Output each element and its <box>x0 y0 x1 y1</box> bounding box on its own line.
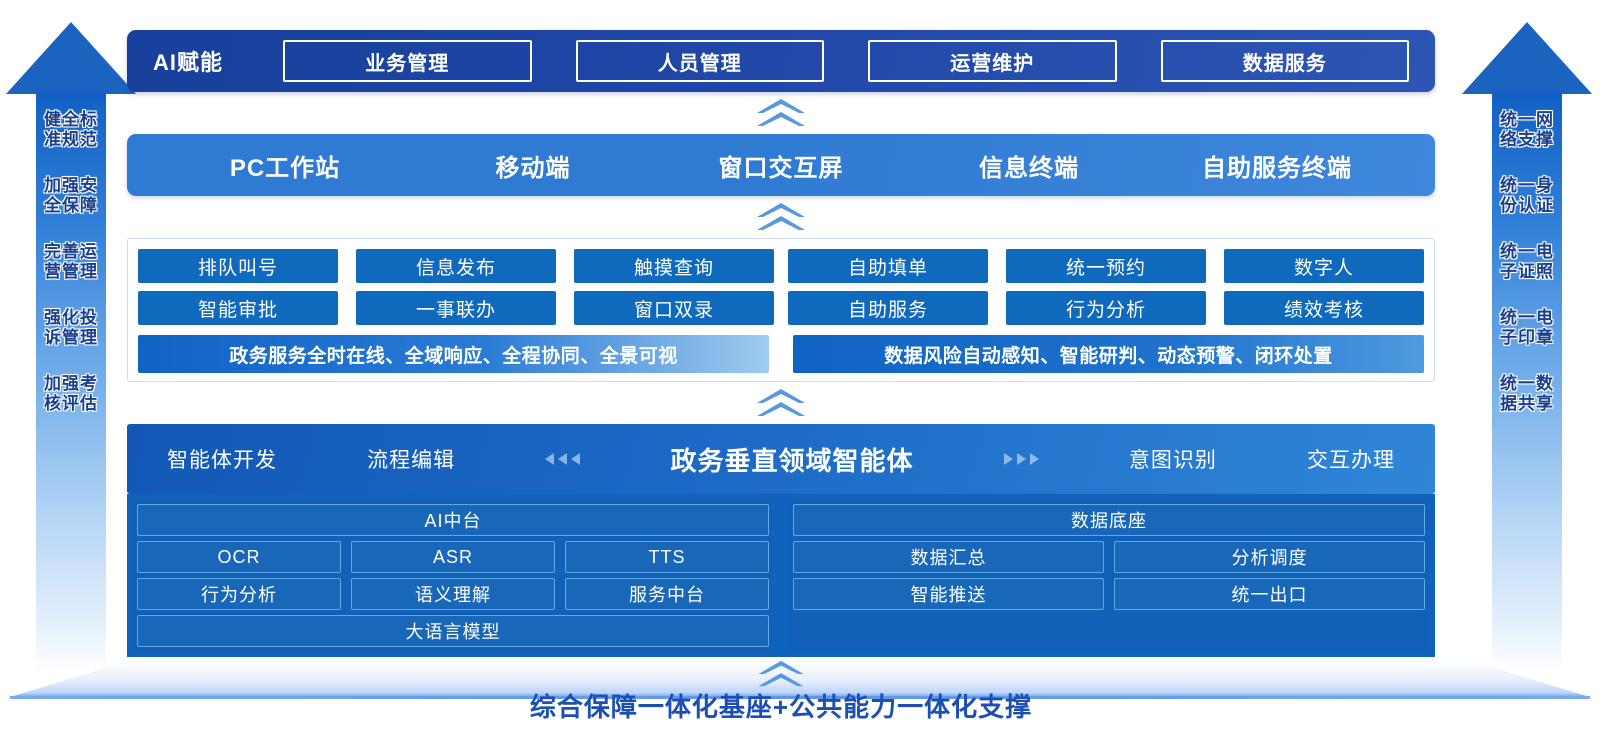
service-group-right: 自助填单 统一预约 数字人 自助服务 行为分析 绩效考核 <box>788 249 1424 325</box>
left-arrow-label-3: 强化投诉管理 <box>44 308 98 347</box>
data-capability-smart-push[interactable]: 智能推送 <box>793 578 1104 610</box>
right-arrow-label-0: 统一网络支撑 <box>1500 110 1554 149</box>
agent-core-title: 政务垂直领域智能体 <box>670 445 914 476</box>
agent-process-editing[interactable]: 流程编辑 <box>367 449 456 472</box>
banner-government-service: 政务服务全时在线、全域响应、全程协同、全景可视 <box>138 335 769 373</box>
arrows-left-icon <box>545 453 581 465</box>
service-right-row-2: 自助服务 行为分析 绩效考核 <box>788 291 1424 325</box>
service-behavior-analysis[interactable]: 行为分析 <box>1006 291 1206 325</box>
left-guarantee-arrow: 健全标准规范 加强安全保障 完善运营管理 强化投诉管理 加强考核评估 <box>6 8 136 698</box>
data-capability-analysis-scheduling[interactable]: 分析调度 <box>1114 541 1425 573</box>
left-arrow-label-0: 健全标准规范 <box>44 110 98 149</box>
right-arrow-label-3: 统一电子印章 <box>1500 308 1554 347</box>
ai-capability-ocr[interactable]: OCR <box>137 541 341 573</box>
service-info-publishing[interactable]: 信息发布 <box>356 249 556 283</box>
chip-operation-maintenance[interactable]: 运营维护 <box>868 40 1117 82</box>
service-group-left: 排队叫号 信息发布 触摸查询 智能审批 一事联办 窗口双录 <box>138 249 774 325</box>
double-chevron-up-icon <box>758 660 804 687</box>
data-platform-row-1: 数据汇总 分析调度 <box>793 541 1425 573</box>
terminal-window-interactive-screen[interactable]: 窗口交互屏 <box>718 154 844 182</box>
agent-development[interactable]: 智能体开发 <box>167 449 277 472</box>
service-one-thing-joint[interactable]: 一事联办 <box>356 291 556 325</box>
data-capability-aggregation[interactable]: 数据汇总 <box>793 541 1104 573</box>
data-capability-unified-export[interactable]: 统一出口 <box>1114 578 1425 610</box>
connector-chevron-4 <box>127 657 1435 691</box>
ai-capability-behavior-analysis[interactable]: 行为分析 <box>137 578 341 610</box>
left-arrow-shaft <box>36 92 106 672</box>
chip-personnel-management[interactable]: 人员管理 <box>575 40 824 82</box>
left-arrow-label-4: 加强考核评估 <box>44 374 98 413</box>
double-chevron-up-icon <box>757 203 805 230</box>
left-arrow-head <box>6 22 136 94</box>
data-platform-panel: 数据底座 数据汇总 分析调度 智能推送 统一出口 <box>789 500 1429 651</box>
left-arrow-label-1: 加强安全保障 <box>44 176 98 215</box>
service-self-service[interactable]: 自助服务 <box>788 291 988 325</box>
double-chevron-up-icon <box>757 389 805 416</box>
agent-interactive-handling[interactable]: 交互办理 <box>1307 449 1396 472</box>
base-plate-edge <box>10 696 1590 699</box>
banner-data-risk: 数据风险自动感知、智能研判、动态预警、闭环处置 <box>793 335 1424 373</box>
ai-platform-panel: AI中台 OCR ASR TTS 行为分析 语义理解 服务中台 大语言模型 <box>133 500 773 651</box>
service-digital-human[interactable]: 数字人 <box>1224 249 1424 283</box>
double-chevron-up-icon <box>757 99 805 126</box>
terminal-pc-workstation[interactable]: PC工作站 <box>229 154 341 182</box>
connector-chevron-1 <box>127 92 1435 134</box>
ai-enablement-label: AI赋能 <box>153 50 224 75</box>
right-arrow-label-1: 统一身份认证 <box>1500 176 1554 215</box>
ai-capability-semantic-understanding[interactable]: 语义理解 <box>351 578 555 610</box>
service-left-row-1: 排队叫号 信息发布 触摸查询 <box>138 249 774 283</box>
terminal-mobile[interactable]: 移动端 <box>495 154 571 182</box>
service-queue-calling[interactable]: 排队叫号 <box>138 249 338 283</box>
service-smart-approval[interactable]: 智能审批 <box>138 291 338 325</box>
platform-row: AI中台 OCR ASR TTS 行为分析 语义理解 服务中台 大语言模型 数据… <box>127 494 1435 657</box>
service-left-row-2: 智能审批 一事联办 窗口双录 <box>138 291 774 325</box>
terminal-info-terminal[interactable]: 信息终端 <box>979 154 1079 182</box>
ai-platform-row-2: 行为分析 语义理解 服务中台 <box>137 578 769 610</box>
chip-business-management[interactable]: 业务管理 <box>283 40 532 82</box>
ai-capability-service-platform[interactable]: 服务中台 <box>565 578 769 610</box>
right-support-arrow: 统一网络支撑 统一身份认证 统一电子证照 统一电子印章 统一数据共享 <box>1462 8 1592 698</box>
left-arrow-labels: 健全标准规范 加强安全保障 完善运营管理 强化投诉管理 加强考核评估 <box>36 104 106 670</box>
ai-enablement-chips: 业务管理 人员管理 运营维护 数据服务 <box>283 40 1409 82</box>
agent-row: 智能体开发 流程编辑 政务垂直领域智能体 意图识别 交互办理 <box>127 424 1435 494</box>
agent-intent-recognition[interactable]: 意图识别 <box>1128 449 1217 472</box>
service-groups: 排队叫号 信息发布 触摸查询 智能审批 一事联办 窗口双录 自助填单 统一预约 … <box>138 249 1424 325</box>
architecture-stack: AI赋能 业务管理 人员管理 运营维护 数据服务 PC工作站 移动端 窗口交互屏… <box>127 30 1435 724</box>
connector-chevron-3 <box>127 382 1435 424</box>
terminal-row: PC工作站 移动端 窗口交互屏 信息终端 自助服务终端 <box>127 134 1435 196</box>
service-banners: 政务服务全时在线、全域响应、全程协同、全景可视 数据风险自动感知、智能研判、动态… <box>138 335 1424 373</box>
base-plate <box>10 661 1590 697</box>
right-arrow-label-2: 统一电子证照 <box>1500 242 1554 281</box>
ai-capability-llm[interactable]: 大语言模型 <box>137 615 769 647</box>
ai-capability-asr[interactable]: ASR <box>351 541 555 573</box>
service-self-form-filling[interactable]: 自助填单 <box>788 249 988 283</box>
right-arrow-labels: 统一网络支撑 统一身份认证 统一电子证照 统一电子印章 统一数据共享 <box>1492 104 1562 670</box>
service-right-row-1: 自助填单 统一预约 数字人 <box>788 249 1424 283</box>
right-arrow-label-4: 统一数据共享 <box>1500 374 1554 413</box>
service-capability-area: 排队叫号 信息发布 触摸查询 智能审批 一事联办 窗口双录 自助填单 统一预约 … <box>127 238 1435 382</box>
right-arrow-head <box>1462 22 1592 94</box>
ai-enablement-row: AI赋能 业务管理 人员管理 运营维护 数据服务 <box>127 30 1435 92</box>
ai-platform-row-1: OCR ASR TTS <box>137 541 769 573</box>
service-unified-appointment[interactable]: 统一预约 <box>1006 249 1206 283</box>
arrows-right-icon <box>1003 453 1039 465</box>
ai-platform-title: AI中台 <box>137 504 769 536</box>
data-platform-title: 数据底座 <box>793 504 1425 536</box>
ai-capability-tts[interactable]: TTS <box>565 541 769 573</box>
foundation-footer-text: 综合保障一体化基座+公共能力一体化支撑 <box>529 692 1033 722</box>
service-window-dual-record[interactable]: 窗口双录 <box>574 291 774 325</box>
service-performance-appraisal[interactable]: 绩效考核 <box>1224 291 1424 325</box>
data-platform-row-2: 智能推送 统一出口 <box>793 578 1425 610</box>
chip-data-service[interactable]: 数据服务 <box>1160 40 1409 82</box>
connector-chevron-2 <box>127 196 1435 238</box>
terminal-self-service[interactable]: 自助服务终端 <box>1202 154 1352 182</box>
service-touch-query[interactable]: 触摸查询 <box>574 249 774 283</box>
right-arrow-shaft <box>1492 92 1562 672</box>
left-arrow-label-2: 完善运营管理 <box>44 242 98 281</box>
